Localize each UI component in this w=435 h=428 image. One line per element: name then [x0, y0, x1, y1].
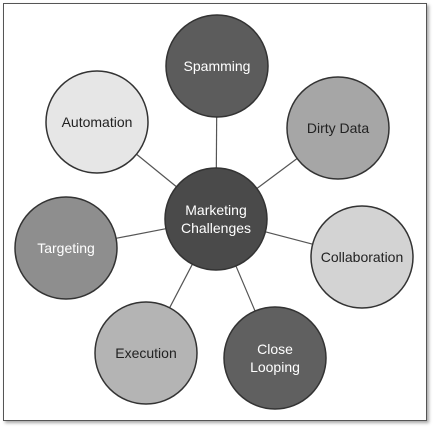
node-automation: Automation	[45, 70, 149, 174]
node-close-looping-circle	[223, 306, 327, 410]
node-targeting: Targeting	[14, 196, 118, 300]
node-automation-circle	[45, 70, 149, 174]
node-collaboration-circle	[310, 205, 414, 309]
node-execution-label-line-1: Execution	[115, 345, 176, 361]
node-execution: Execution	[94, 301, 198, 405]
node-spamming-label-line-1: Spamming	[184, 58, 251, 74]
node-dirty-data-circle	[286, 76, 390, 180]
node-spamming-circle	[165, 14, 269, 118]
node-dirty-data: Dirty Data	[286, 76, 390, 180]
node-targeting-circle	[14, 196, 118, 300]
node-collaboration: Collaboration	[310, 205, 414, 309]
connector-targeting	[115, 228, 167, 239]
node-close-looping-label-line-1: Close	[257, 341, 293, 357]
connector-collaboration	[265, 231, 313, 245]
connectors	[115, 116, 313, 312]
connector-execution	[169, 263, 193, 309]
node-dirty-data-label-line-1: Dirty Data	[307, 120, 369, 136]
connector-dirty-data	[256, 158, 298, 189]
connector-automation	[136, 153, 177, 188]
node-spamming: Spamming	[165, 14, 269, 118]
node-marketing-challenges-label-line-1: Marketing	[185, 202, 246, 218]
node-marketing-challenges-label-line-2: Challenges	[181, 220, 251, 236]
node-marketing-challenges-circle	[164, 167, 268, 271]
node-automation-label-line-1: Automation	[62, 114, 133, 130]
node-execution-circle	[94, 301, 198, 405]
node-targeting-label-line-1: Targeting	[37, 240, 95, 256]
node-close-looping-label-line-2: Looping	[250, 359, 300, 375]
connector-close-looping	[235, 265, 256, 312]
node-collaboration-label-line-1: Collaboration	[321, 249, 404, 265]
